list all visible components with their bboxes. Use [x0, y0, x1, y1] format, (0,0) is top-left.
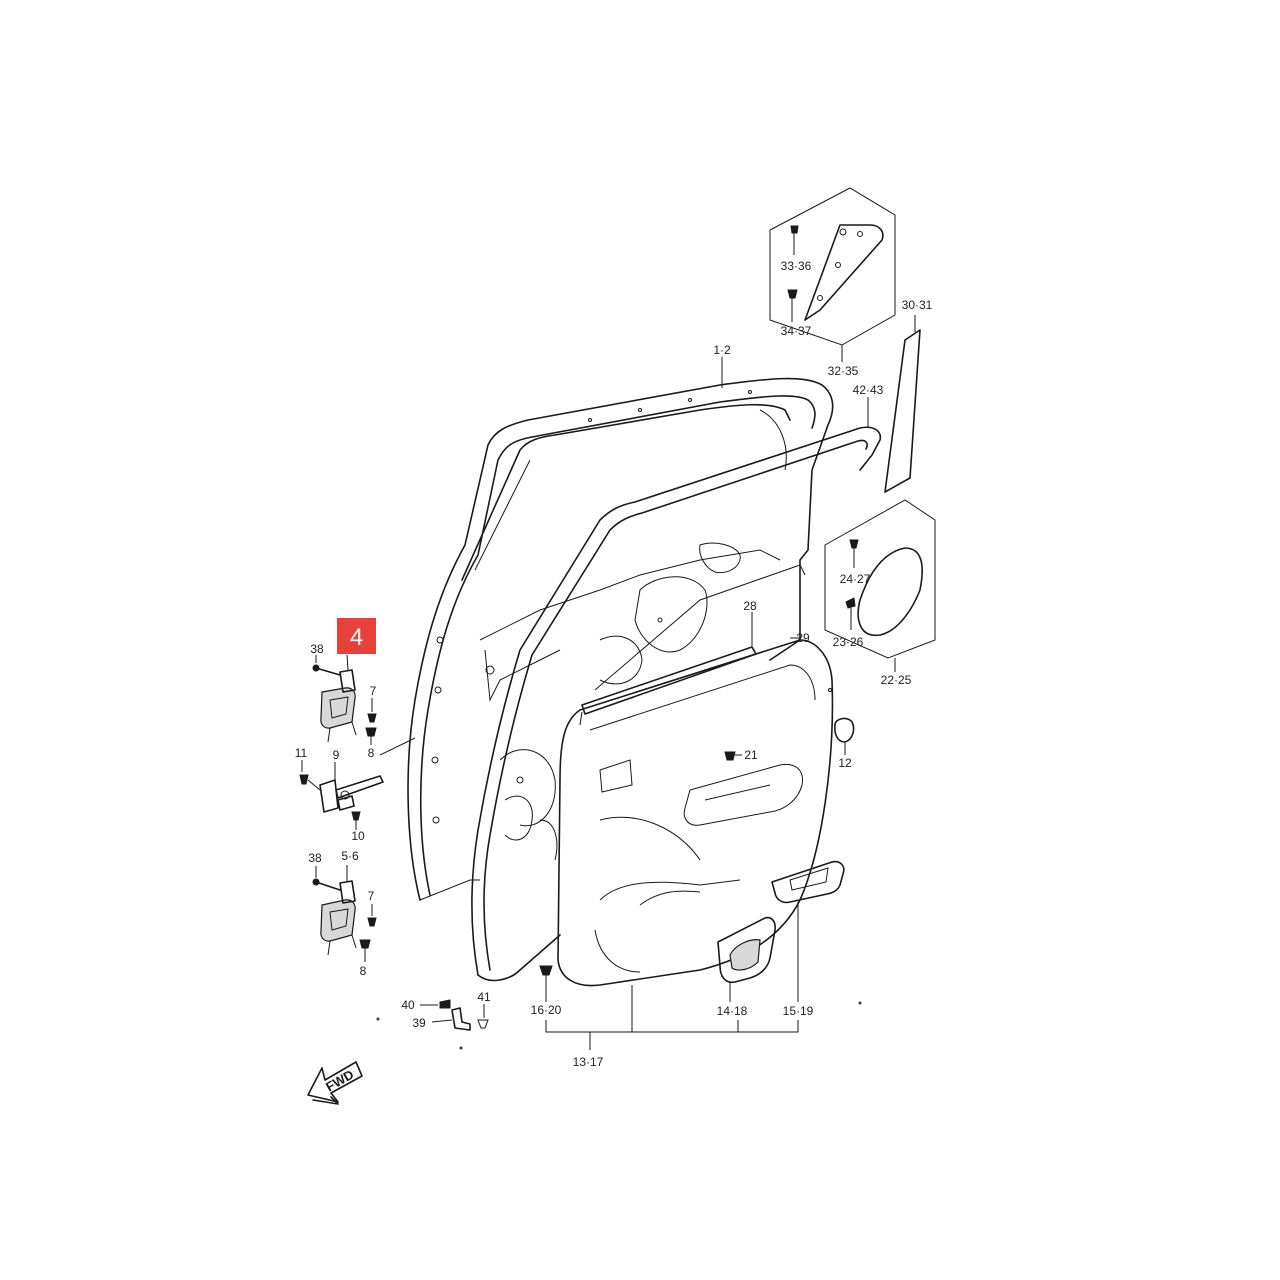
callout-21: 21 [744, 748, 758, 762]
fwd-label: FWD [323, 1067, 356, 1095]
callout-14-18: 14·18 [717, 1004, 748, 1018]
inset-box-32-35[interactable] [769, 187, 896, 362]
callout-16-20: 16·20 [531, 1003, 562, 1017]
callout-22-25: 22·25 [881, 673, 912, 687]
callout-30-31: 30·31 [902, 298, 933, 312]
pocket-14-18[interactable] [717, 916, 776, 1002]
callout-13-17: 13·17 [573, 1055, 604, 1069]
callout-24-27: 24·27 [840, 572, 871, 586]
lower-hinge-5-6[interactable] [312, 865, 377, 962]
callout-7b: 7 [368, 889, 375, 903]
callout-10: 10 [351, 829, 365, 843]
callout-1-2: 1·2 [713, 343, 731, 357]
bracket-13-17[interactable] [545, 985, 799, 1050]
callout-39: 39 [412, 1016, 426, 1030]
highlight-label: 4 [350, 624, 363, 651]
part-12-cap[interactable] [834, 717, 855, 755]
stray-dot [858, 1001, 862, 1005]
callout-40: 40 [401, 998, 415, 1012]
door-check-9[interactable] [299, 760, 384, 830]
callout-28: 28 [743, 599, 757, 613]
upper-panel-29[interactable] [594, 564, 806, 691]
screw-21[interactable] [724, 751, 742, 761]
inset-box-22-25[interactable] [824, 499, 936, 672]
callout-38b: 38 [308, 851, 322, 865]
fwd-arrow-icon: FWD [307, 1061, 363, 1105]
callout-34-37: 34·37 [781, 324, 812, 338]
callout-12: 12 [838, 756, 852, 770]
callout-8a: 8 [368, 746, 375, 760]
weatherstrip[interactable] [471, 426, 882, 982]
callout-8b: 8 [360, 964, 367, 978]
bracket-39-41[interactable] [420, 999, 489, 1031]
upper-hinge-4[interactable] [312, 654, 416, 756]
clip-16-20[interactable] [539, 965, 553, 1002]
callout-38a: 38 [310, 642, 324, 656]
callout-41: 41 [477, 990, 491, 1004]
door-panel[interactable] [407, 377, 834, 901]
door-trim-panel[interactable] [557, 639, 834, 987]
callout-7a: 7 [370, 684, 377, 698]
callout-23-26: 23·26 [833, 635, 864, 649]
callout-15-19: 15·19 [783, 1004, 814, 1018]
callout-labels: 1·2 33·36 34·37 32·35 30·31 42·43 24·27 … [295, 259, 933, 1069]
callout-29: 29 [796, 631, 810, 645]
callout-33-36: 33·36 [781, 259, 812, 273]
stray-dot [459, 1046, 463, 1050]
switch-bezel-15-19[interactable] [771, 860, 845, 1002]
belt-weatherstrip[interactable] [579, 646, 757, 726]
highlight-part-4[interactable]: 4 [337, 618, 376, 654]
sash-trim-30-31[interactable] [884, 315, 921, 493]
callout-42-43: 42·43 [853, 383, 884, 397]
callout-9: 9 [333, 748, 340, 762]
callout-5-6: 5·6 [341, 849, 359, 863]
callout-11: 11 [295, 746, 308, 760]
stray-dot [376, 1017, 380, 1021]
callout-32-35: 32·35 [828, 364, 859, 378]
